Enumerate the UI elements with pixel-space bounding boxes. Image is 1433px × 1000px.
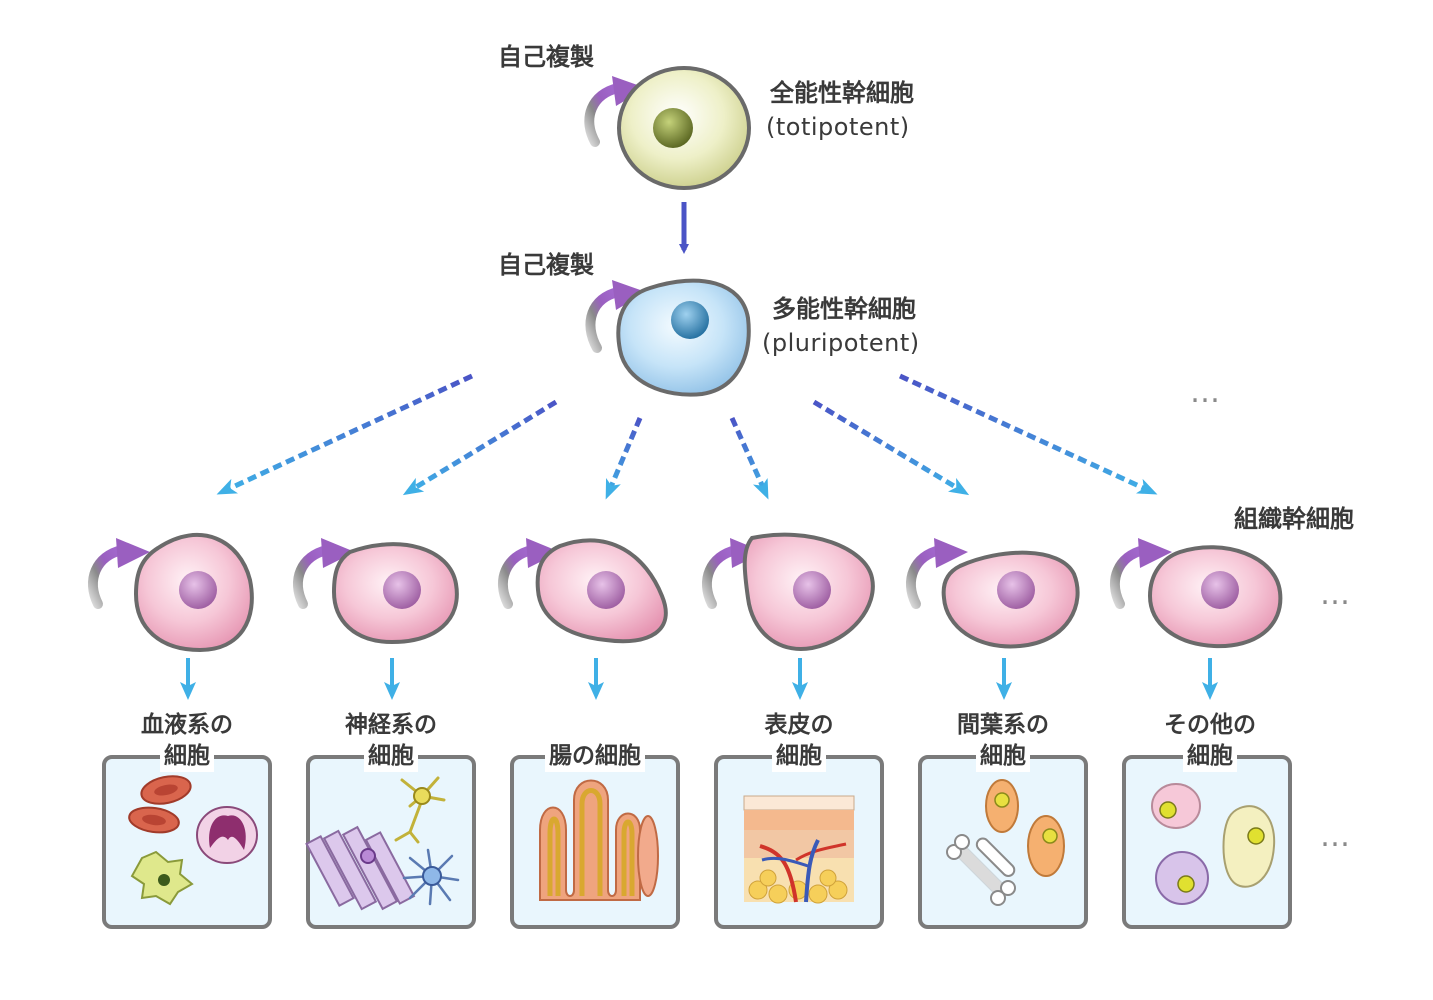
ellipsis-middle: … — [1320, 577, 1354, 612]
neurons-icon — [305, 776, 460, 911]
self-renewal-arrowhead-icon — [612, 280, 646, 310]
self-renewal-arrowhead-icon — [526, 538, 560, 568]
pluripotent-sub: (pluripotent) — [762, 329, 920, 357]
lineage-line1: その他の — [1164, 712, 1256, 738]
skin-layers-icon — [743, 795, 855, 904]
lineage-label-other: その他の 細胞 — [1110, 710, 1310, 772]
tissue-stem-cell-blood — [88, 532, 254, 653]
tissue-stem-cell-mesenchymal — [906, 538, 1080, 649]
self-renewal-arrowhead-icon — [116, 538, 150, 568]
self-renewal-arrow-icon — [293, 545, 332, 609]
arrow-to-neural — [402, 399, 558, 496]
other-cells-icon — [1151, 783, 1276, 905]
self-renewal-arrow-icon — [1110, 545, 1149, 609]
arrow-to-blood — [216, 373, 474, 495]
differentiated-cell-boxes — [102, 755, 1292, 929]
self-renewal-arrow-icon — [498, 545, 537, 609]
lineage-label-blood: 血液系の 細胞 — [87, 710, 287, 772]
ellipsis-bottom: … — [1320, 819, 1354, 854]
arrow-to-epidermis — [729, 416, 769, 500]
lineage-line2: 細胞 — [976, 741, 1030, 772]
lineage-line1: ​ — [495, 710, 695, 741]
self-renewal-arrowhead-icon — [934, 538, 968, 568]
lineage-line2: 細胞 — [160, 741, 214, 772]
lineage-label-intestine: ​ 腸の細胞 — [495, 710, 695, 772]
intestinal-villi-icon — [539, 779, 659, 901]
lineage-line1: 血液系の — [141, 712, 233, 738]
totipotent-sub: (totipotent) — [766, 113, 910, 141]
blood-cells-icon — [128, 775, 258, 906]
tissue-stem-cells-row — [88, 532, 1283, 653]
arrow-to-intestine — [605, 417, 643, 500]
tissue-cell-nucleus — [793, 571, 831, 609]
tissue-cell-nucleus — [179, 571, 217, 609]
lineage-label-epidermis: 表皮の 細胞 — [699, 710, 899, 772]
small-differentiation-arrows — [180, 658, 1218, 700]
pluripotent-name: 多能性幹細胞 — [772, 295, 916, 323]
bone-and-mesenchymal-cells-icon — [946, 779, 1065, 906]
tissue-cell-nucleus — [1201, 571, 1239, 609]
self-renewal-label: 自己複製 — [498, 43, 594, 71]
self-renewal-label: 自己複製 — [498, 251, 594, 279]
self-renewal-arrow-icon — [906, 545, 945, 609]
self-renewal-arrowhead-icon — [321, 538, 355, 568]
differentiation-arrows — [216, 373, 1158, 500]
arrow-to-mesenchymal — [812, 399, 970, 496]
self-renewal-arrow-icon — [585, 287, 623, 353]
self-renewal-arrowhead-icon — [1138, 538, 1172, 568]
lineage-label-neural: 神経系の 細胞 — [291, 710, 491, 772]
self-renewal-arrowhead-icon — [612, 76, 646, 106]
tissue-cell-nucleus — [587, 571, 625, 609]
tissue-stem-cell-neural — [293, 538, 459, 645]
lineage-line2: 細胞 — [772, 741, 826, 772]
totipotent-stem-cell — [584, 66, 751, 190]
tissue-cell-nucleus — [997, 571, 1035, 609]
tissue-stem-cell-label: 組織幹細胞 — [1234, 505, 1354, 533]
pluripotent-stem-cell — [585, 278, 751, 397]
lineage-line2: 細胞 — [364, 741, 418, 772]
self-renewal-arrow-icon — [702, 545, 741, 609]
tissue-stem-cell-epidermis — [702, 532, 875, 651]
tissue-stem-cell-intestine — [498, 538, 668, 644]
self-renewal-arrow-icon — [88, 545, 127, 609]
lineage-label-mesenchymal: 間葉系の 細胞 — [903, 710, 1103, 772]
self-renewal-arrow-icon — [584, 83, 623, 147]
totipotent-name: 全能性幹細胞 — [770, 79, 914, 107]
lineage-line1: 神経系の — [345, 712, 437, 738]
pluripotent-nucleus — [671, 301, 709, 339]
tissue-cell-nucleus — [383, 571, 421, 609]
arrow-to-other — [898, 373, 1158, 495]
lineage-line1: 間葉系の — [957, 712, 1049, 738]
totipotent-nucleus — [653, 108, 693, 148]
lineage-line2: 腸の細胞 — [545, 741, 645, 772]
ellipsis-top: … — [1190, 375, 1224, 410]
tissue-stem-cell-other — [1110, 538, 1283, 649]
lineage-line1: 表皮の — [764, 712, 834, 738]
lineage-line2: 細胞 — [1183, 741, 1237, 772]
